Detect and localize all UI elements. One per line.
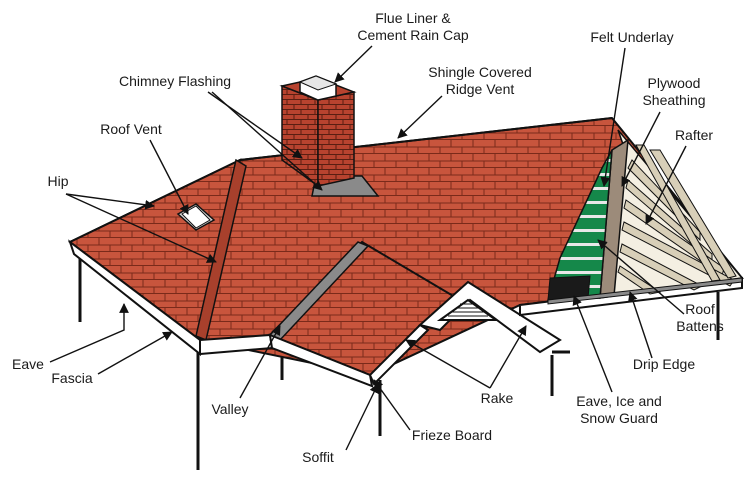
chimney — [279, 75, 380, 197]
label-roof-battens: Roof Battens — [676, 301, 723, 334]
label-soffit: Soffit — [302, 449, 334, 465]
label-felt-underlay: Felt Underlay — [590, 29, 673, 45]
label-flue-liner: Flue Liner & Cement Rain Cap — [357, 10, 468, 43]
rafters — [617, 144, 737, 295]
label-plywood-sheathing: Plywood Sheathing — [642, 75, 705, 108]
label-rafter: Rafter — [675, 127, 713, 143]
label-valley: Valley — [211, 401, 248, 417]
label-fascia: Fascia — [51, 370, 92, 386]
label-flue-liner-line1: Flue Liner & — [375, 10, 451, 26]
label-chimney-flashing: Chimney Flashing — [119, 73, 231, 89]
house-illustration — [68, 75, 744, 470]
label-plywood-line2: Sheathing — [642, 92, 705, 108]
label-plywood-line1: Plywood — [648, 75, 701, 91]
label-frieze-board: Frieze Board — [412, 427, 492, 443]
label-roof-battens-line2: Battens — [676, 318, 723, 334]
label-eave-guard-line1: Eave, Ice and — [576, 393, 662, 409]
label-roof-battens-line1: Roof — [685, 301, 715, 317]
label-eave-guard: Eave, Ice and Snow Guard — [576, 393, 662, 426]
label-eave: Eave — [12, 356, 44, 372]
gable-vent — [436, 298, 500, 321]
label-ridge-vent-line1: Shingle Covered — [428, 64, 532, 80]
leader-arrows — [49, 45, 687, 451]
label-flue-liner-line2: Cement Rain Cap — [357, 27, 468, 43]
label-hip: Hip — [47, 173, 68, 189]
label-ridge-vent: Shingle Covered Ridge Vent — [428, 64, 532, 97]
drip-edge-strip — [547, 277, 743, 305]
label-roof-vent: Roof Vent — [100, 121, 162, 137]
label-ridge-vent-line2: Ridge Vent — [446, 81, 515, 97]
label-rake: Rake — [481, 390, 514, 406]
label-drip-edge: Drip Edge — [633, 356, 695, 372]
label-eave-guard-line2: Snow Guard — [580, 410, 658, 426]
